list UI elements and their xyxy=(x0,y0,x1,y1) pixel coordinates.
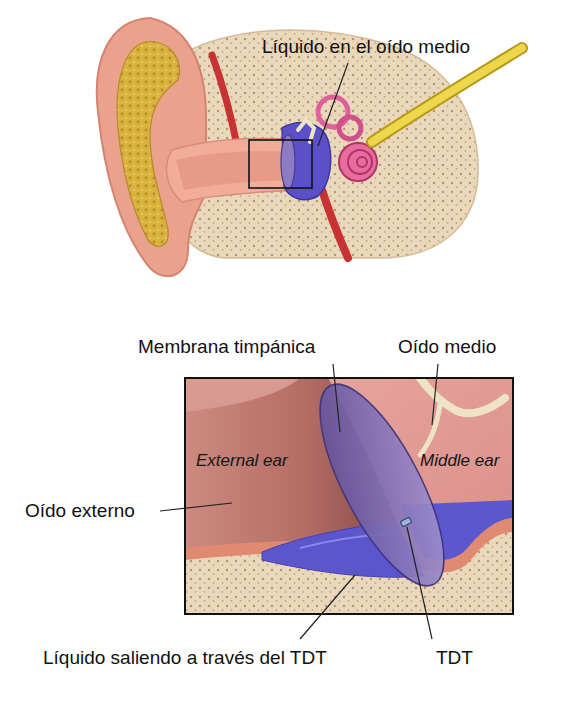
ear-canal-lumen xyxy=(176,151,292,190)
cartilage xyxy=(117,42,180,247)
ossicle xyxy=(420,404,440,455)
part-label: Líquido saliendo a través del TDT xyxy=(43,647,327,669)
cochlea xyxy=(339,143,377,181)
cochlea-turn xyxy=(357,157,367,167)
blood-vessel xyxy=(322,190,348,258)
blood-vessel xyxy=(212,55,238,150)
leader-line xyxy=(160,503,232,511)
nerve-outline xyxy=(372,48,522,142)
leader-line xyxy=(318,63,348,146)
zoom-box xyxy=(249,140,312,188)
semicircular-canal xyxy=(339,117,361,139)
leader-line xyxy=(333,364,340,432)
leader-line xyxy=(300,575,355,639)
part-label: Membrana timpánica xyxy=(138,336,315,358)
leader-line xyxy=(432,364,438,425)
ossicle xyxy=(420,378,505,413)
inset-illustration xyxy=(185,378,513,614)
ventilation-tube xyxy=(400,517,412,527)
region-label: Middle ear xyxy=(420,451,499,471)
leader-line xyxy=(407,527,432,639)
tympanic-membrane xyxy=(296,378,467,602)
part-label: Líquido en el oído medio xyxy=(262,36,470,58)
canal-wall xyxy=(185,378,300,412)
temporal-bone xyxy=(158,30,478,258)
region-label: External ear xyxy=(196,451,288,471)
part-label: Oído externo xyxy=(25,500,135,522)
ossicles xyxy=(298,120,314,142)
cochlea-turn xyxy=(348,150,372,174)
part-label: TDT xyxy=(436,647,473,669)
skin-layer xyxy=(185,518,513,614)
ear-cross-section xyxy=(97,18,522,276)
eardrum xyxy=(281,135,295,189)
inset-frame xyxy=(185,378,513,614)
ear-canal xyxy=(167,138,300,202)
part-label: Oído medio xyxy=(398,336,496,358)
auditory-nerve xyxy=(372,48,522,142)
